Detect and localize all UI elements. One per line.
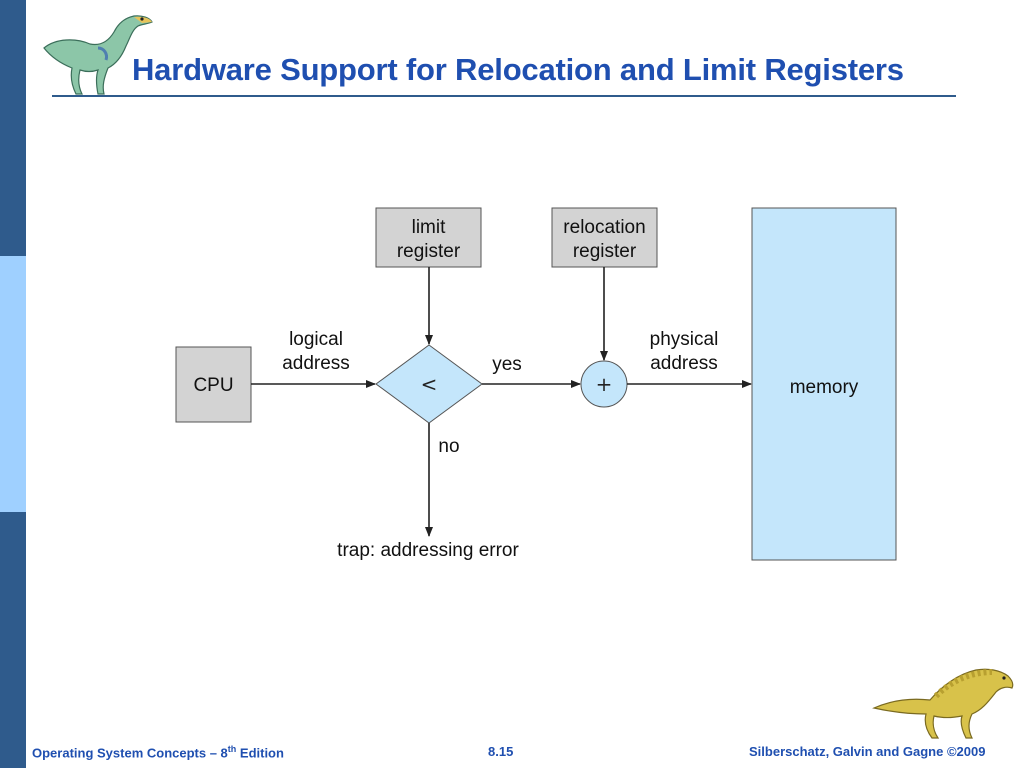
footer-left: Operating System Concepts – 8th Edition (32, 744, 284, 760)
left-sidebar-highlight (0, 256, 26, 512)
dinosaur-footer-icon (872, 668, 1014, 739)
memory-label: memory (790, 377, 859, 398)
trap-label: trap: addressing error (337, 540, 519, 561)
dinosaur-logo-icon (43, 15, 153, 95)
add-symbol: + (596, 372, 613, 396)
title-divider (52, 95, 956, 97)
relocation-register-label-line1: relocation (563, 217, 645, 238)
cpu-label: CPU (193, 375, 233, 396)
physical-address-label-line2: address (650, 353, 718, 374)
compare-symbol: < (421, 372, 438, 396)
logical-address-label-line1: logical (289, 329, 343, 350)
limit-register-box (375, 207, 482, 268)
footer-right: Silberschatz, Galvin and Gagne ©2009 (749, 744, 986, 759)
slide-title: Hardware Support for Relocation and Limi… (132, 52, 904, 87)
relocation-register-label-line2: register (573, 241, 637, 262)
logical-address-label-line2: address (282, 353, 350, 374)
footer-left-suffix: Edition (236, 745, 284, 761)
footer-left-prefix: Operating System Concepts – 8 (32, 745, 228, 761)
left-sidebar-bar (0, 0, 26, 768)
physical-address-label-line1: physical (650, 329, 719, 350)
limit-register-label-line1: limit (412, 217, 446, 238)
limit-register-label-line2: register (397, 241, 461, 262)
footer-left-sup: th (227, 744, 237, 754)
memory-box (751, 207, 897, 561)
footer-page-number: 8.15 (488, 744, 514, 759)
relocation-register-box (551, 207, 658, 268)
no-label: no (438, 436, 459, 457)
yes-label: yes (492, 354, 522, 375)
